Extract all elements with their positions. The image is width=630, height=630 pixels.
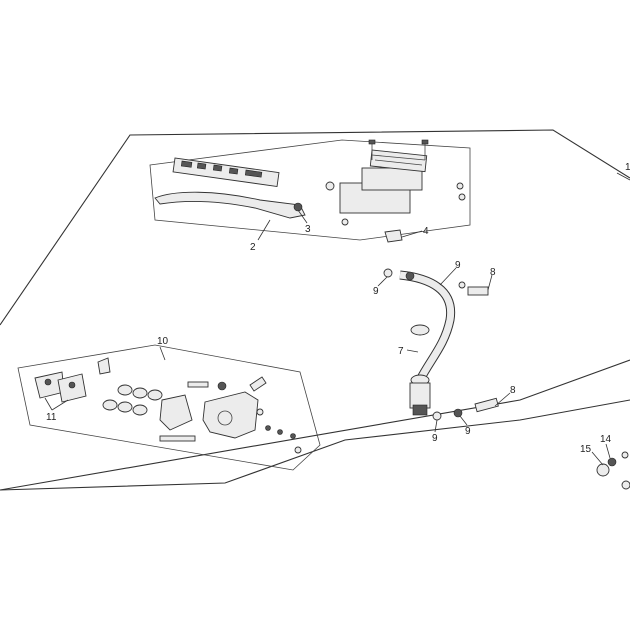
- callout-2: 2: [250, 242, 256, 253]
- decal-strip: [172, 157, 280, 187]
- pivot-bolt: [325, 181, 335, 191]
- reservoir-screws: [368, 139, 429, 160]
- lever-bushing: [341, 218, 349, 226]
- callout-10: 10: [157, 336, 169, 347]
- lever-pin: [293, 202, 303, 212]
- main-assembly-boundary: [0, 129, 630, 491]
- edge-parts: [596, 451, 630, 490]
- callout-11: 11: [46, 412, 57, 423]
- brake-pads: [34, 371, 87, 403]
- switch-bracket: [384, 229, 403, 243]
- callout-1: 1: [625, 162, 630, 173]
- callout-9-lower-left: 9: [432, 433, 438, 444]
- caliper-bracket: [159, 394, 193, 431]
- brake-hose: [399, 270, 456, 416]
- master-cylinder-body: [339, 149, 428, 214]
- lower-boundary: [0, 399, 630, 491]
- caliper-body: [202, 391, 259, 439]
- caliper-seals: [102, 384, 163, 416]
- brake-lever: [154, 191, 306, 219]
- upper-fittings: [383, 268, 489, 296]
- callout-14: 14: [600, 434, 612, 445]
- callout-9-lower-right: 9: [465, 426, 471, 437]
- callout-8-lower: 8: [510, 385, 516, 396]
- caliper-bolts: [97, 357, 302, 454]
- callout-4: 4: [423, 226, 429, 237]
- callout-3: 3: [305, 224, 311, 235]
- callout-9-upper-left: 9: [373, 286, 379, 297]
- callout-9-upper-right: 9: [455, 260, 461, 271]
- callout-8-upper: 8: [490, 267, 496, 278]
- banjo-bolt-small: [456, 182, 464, 190]
- banjo-washer-small: [458, 193, 466, 201]
- callout-15: 15: [580, 444, 592, 455]
- leader-lines: [44, 172, 630, 466]
- callout-7: 7: [398, 346, 404, 357]
- master-cylinder-panel: [149, 139, 471, 241]
- lower-fittings: [432, 397, 499, 421]
- caliper-panel: [17, 344, 321, 471]
